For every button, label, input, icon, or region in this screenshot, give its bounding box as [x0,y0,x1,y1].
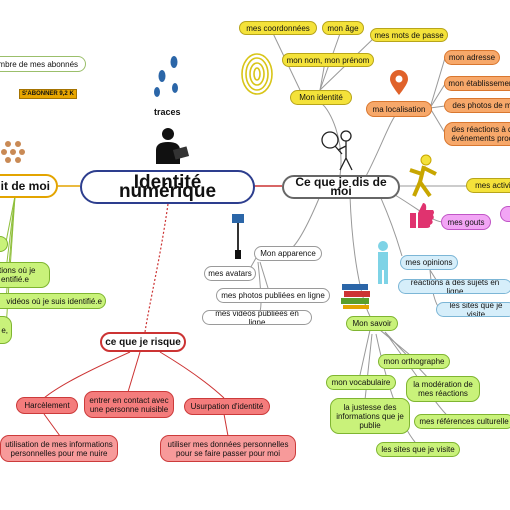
node-sites-visite-opinion[interactable]: les sites que je visite [436,302,510,317]
node-left-2[interactable]: ations où je entifié.e [0,262,50,288]
topic-ce-que-je-risque[interactable]: ce que je risque [100,332,186,352]
running-person-icon [409,154,437,198]
central-topic[interactable]: Identité numérique [80,170,255,204]
footprints-icon [154,56,178,97]
selfie-stick-icon [232,214,244,259]
topic-dit-de-moi[interactable]: dit de moi [0,174,58,198]
node-mon-identite[interactable]: Mon identité [290,90,352,105]
node-left-4[interactable]: e, [0,316,12,344]
speaking-person-icon [378,241,388,284]
map-pin-icon [390,70,408,95]
node-mes-videos-publiees[interactable]: mes vidéos publiées en ligne [202,310,312,325]
node-usurpation-detail[interactable]: utiliser mes données personnelles pour s… [160,435,296,462]
node-mes-photos-publiees[interactable]: mes photos publiées en ligne [216,288,330,303]
node-mon-vocabulaire[interactable]: mon vocabulaire [326,375,396,390]
traces-label: traces [154,107,181,117]
node-mon-apparence[interactable]: Mon apparence [254,246,322,261]
subscriber-count-node[interactable]: ombre de mes abonnés [0,56,86,72]
node-gouts-child[interactable] [500,206,510,222]
node-mon-orthographe[interactable]: mon orthographe [378,354,450,369]
node-des-reactions-evenements[interactable]: des réactions à d événements proc [444,122,510,146]
topic-ce-que-je-dis-de-moi[interactable]: Ce que je dis de moi [282,175,400,199]
node-harcelement-detail[interactable]: utilisation de mes informations personne… [0,435,118,462]
node-mes-activites[interactable]: mes activit [466,178,510,193]
node-moderation-reactions[interactable]: la modération de mes réactions [406,376,480,402]
detective-magnifier-icon [321,130,353,171]
person-at-laptop-icon [156,128,190,164]
node-usurpation[interactable]: Usurpation d'identité [184,398,270,415]
node-mes-avatars[interactable]: mes avatars [204,266,256,281]
node-justesse-informations[interactable]: la justesse des informations que je publ… [330,398,410,434]
node-mon-nom[interactable]: mon nom, mon prénom [282,53,374,67]
thumbs-up-icon [410,203,434,228]
node-mes-coordonnees[interactable]: mes coordonnées [239,21,317,35]
node-mon-age[interactable]: mon âge [322,21,364,35]
node-references-culturelles[interactable]: mes références culturelle [414,414,510,429]
node-left-3[interactable]: vidéos où je suis identifié.e [0,293,106,309]
books-icon [341,284,370,309]
node-mes-opinions[interactable]: mes opinions [400,255,458,270]
node-reactions-sujets[interactable]: réactions à des sujets en ligne [398,279,510,294]
node-des-photos[interactable]: des photos de m [444,98,510,113]
node-mon-savoir[interactable]: Mon savoir [346,316,398,331]
people-group-icon [1,141,25,163]
subscribe-button[interactable]: S'ABONNER 9,2 K [19,89,77,99]
node-mes-gouts[interactable]: mes gouts [441,214,491,230]
node-mes-mots-de-passe[interactable]: mes mots de passe [370,28,448,42]
node-mon-adresse[interactable]: mon adresse [444,50,500,65]
node-harcelement[interactable]: Harcèlement [16,397,78,414]
node-entrer-en-contact[interactable]: entrer en contact avec une personne nuis… [84,391,174,418]
node-mon-etablissement[interactable]: mon établissement [444,76,510,91]
node-ma-localisation[interactable]: ma localisation [366,101,432,117]
fingerprint-icon [241,53,273,95]
node-sites-visite-savoir[interactable]: les sites que je visite [376,442,460,457]
